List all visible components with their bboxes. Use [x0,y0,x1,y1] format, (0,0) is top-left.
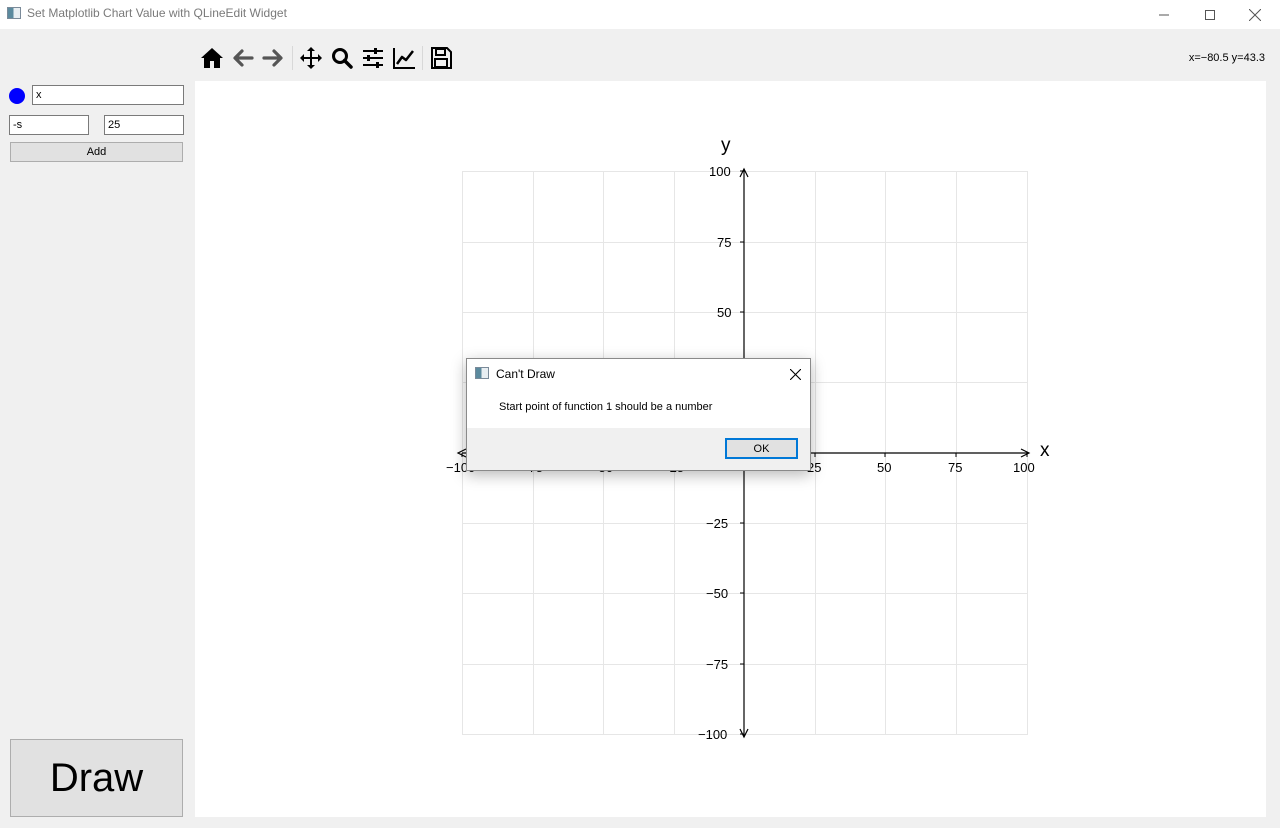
gridline [462,734,1028,735]
dialog-close-button[interactable] [785,365,805,383]
subplots-config-icon [363,48,383,68]
dialog-app-icon [475,367,489,379]
configure-subplots-button[interactable] [359,44,387,72]
start-point-input[interactable] [9,115,89,135]
close-icon [1249,8,1261,21]
minimize-icon [1159,14,1169,15]
cursor-coordinates: x=−80.5 y=43.3 [1188,52,1265,64]
y-tick-label: −50 [706,586,729,601]
gridline [462,523,1028,524]
forward-button[interactable] [259,44,287,72]
save-button[interactable] [427,44,455,72]
save-icon [431,47,452,69]
x-tick-label: 50 [877,460,892,475]
y-tick-label: −75 [706,657,729,672]
x-axis-label: x [1040,440,1050,461]
gridline [462,664,1028,665]
pan-icon [300,47,322,69]
forward-arrow-icon [262,49,283,67]
dialog-title: Can't Draw [496,367,555,381]
add-button[interactable]: Add [10,142,183,162]
function-input[interactable] [32,85,184,105]
y-tick-label: 100 [709,164,731,179]
home-button[interactable] [198,44,226,72]
toolbar-separator [422,46,423,70]
color-swatch-button[interactable] [9,88,25,104]
zoom-button[interactable] [328,44,356,72]
end-point-input[interactable] [104,115,184,135]
y-tick-label: −25 [706,516,729,531]
edit-axes-button[interactable] [390,44,418,72]
gridline [462,242,1028,243]
x-tick-label: 75 [948,460,963,475]
minimize-button[interactable] [1141,0,1187,29]
gridline [462,593,1028,594]
maximize-icon [1205,9,1215,20]
gridline [462,171,1028,172]
gridline [462,171,463,735]
gridline [1027,171,1028,735]
draw-button[interactable]: Draw [10,739,183,817]
x-tick-label: 100 [1013,460,1035,475]
zoom-icon [332,48,353,69]
gridline [815,171,816,735]
gridline [885,171,886,735]
close-icon [789,368,801,380]
maximize-button[interactable] [1187,0,1233,29]
back-arrow-icon [233,49,254,67]
error-dialog: Can't Draw Start point of function 1 sho… [466,358,811,471]
y-tick-label: −100 [698,727,728,742]
app-icon [7,7,21,19]
home-icon [201,48,223,68]
window-title: Set Matplotlib Chart Value with QLineEdi… [27,6,287,20]
pan-button[interactable] [297,44,325,72]
dialog-message: Start point of function 1 should be a nu… [499,401,713,413]
back-button[interactable] [229,44,257,72]
gridline [956,171,957,735]
title-bar: Set Matplotlib Chart Value with QLineEdi… [0,0,1280,29]
y-tick-label: 75 [717,235,732,250]
dialog-body: Can't Draw Start point of function 1 sho… [467,359,810,428]
edit-axes-icon [393,48,415,69]
y-tick-label: 50 [717,305,732,320]
ok-button[interactable]: OK [725,438,798,459]
close-button[interactable] [1232,0,1278,29]
gridline [462,312,1028,313]
toolbar-separator [292,46,293,70]
y-axis-label: y [721,135,731,156]
